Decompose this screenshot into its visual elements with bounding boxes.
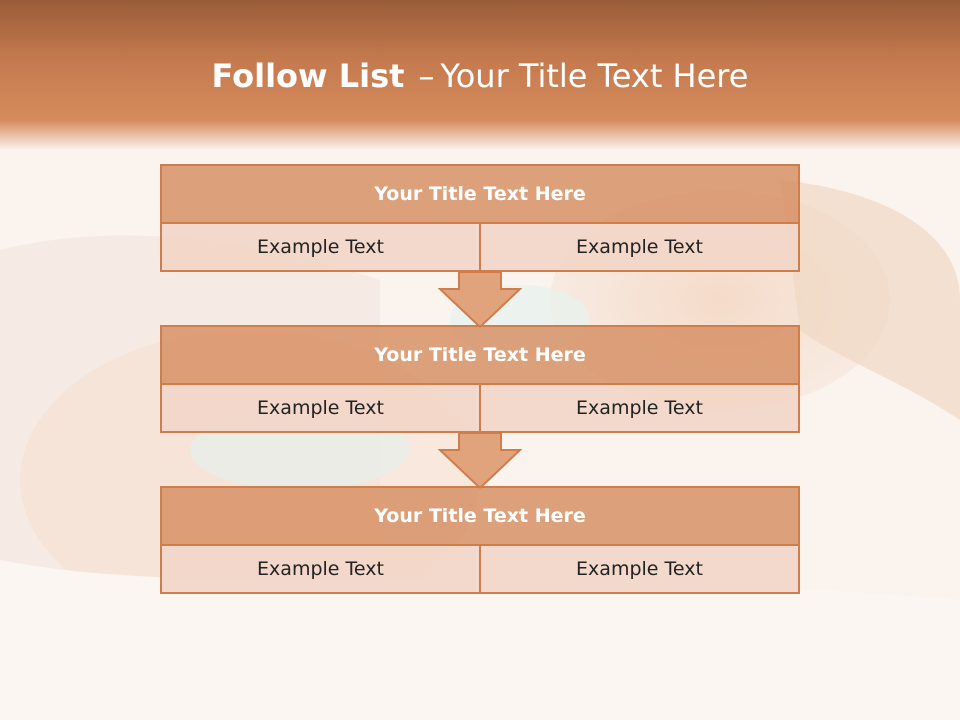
down-arrow-icon bbox=[438, 432, 522, 490]
block-cell-right: Example Text bbox=[479, 385, 798, 431]
header-band bbox=[0, 0, 960, 150]
block-title: Your Title Text Here bbox=[162, 488, 798, 546]
block-cell-right: Example Text bbox=[479, 224, 798, 270]
block-cell-left: Example Text bbox=[162, 546, 479, 592]
list-block-3: Your Title Text Here Example Text Exampl… bbox=[160, 486, 800, 594]
block-title: Your Title Text Here bbox=[162, 327, 798, 385]
block-cell-left: Example Text bbox=[162, 385, 479, 431]
block-row: Example Text Example Text bbox=[162, 224, 798, 270]
slide-title: Follow List–Your Title Text Here bbox=[0, 52, 960, 100]
block-row: Example Text Example Text bbox=[162, 385, 798, 431]
list-block-2: Your Title Text Here Example Text Exampl… bbox=[160, 325, 800, 433]
block-cell-right: Example Text bbox=[479, 546, 798, 592]
block-title: Your Title Text Here bbox=[162, 166, 798, 224]
title-dash: – bbox=[418, 57, 435, 95]
list-block-1: Your Title Text Here Example Text Exampl… bbox=[160, 164, 800, 272]
title-bold: Follow List bbox=[211, 57, 405, 95]
block-row: Example Text Example Text bbox=[162, 546, 798, 592]
title-rest: Your Title Text Here bbox=[440, 57, 749, 95]
block-cell-left: Example Text bbox=[162, 224, 479, 270]
down-arrow-icon bbox=[438, 271, 522, 329]
